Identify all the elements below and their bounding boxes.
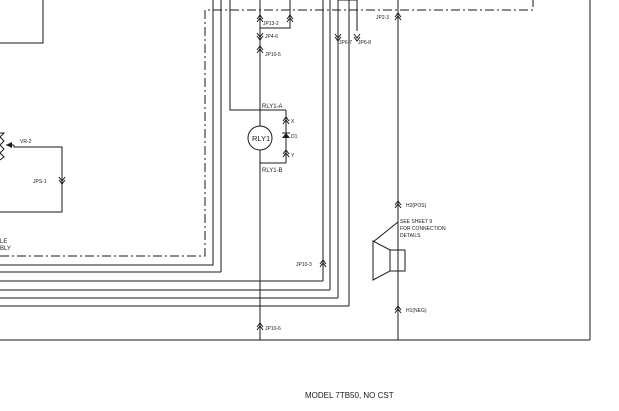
jp6-8-connector-symbol [353, 33, 361, 42]
jp2-3-label: JP2-3 [376, 15, 389, 21]
relay-feed-wire [229, 0, 260, 111]
relay-terminal-a-label: RLY1-A [262, 104, 283, 110]
jp6-8-label: JP6-8 [358, 40, 371, 46]
horn-note-line-2: FOR CONNECTION [400, 226, 446, 232]
wire-x338-loop [337, 0, 350, 306]
horn-leader-line [372, 221, 399, 243]
jp4-6-label: JP4-6 [265, 34, 278, 40]
wire-bundle-left [0, 0, 349, 307]
relay-terminal-b-label: RLY1-B [262, 168, 283, 174]
h2-connector-symbol [394, 200, 402, 209]
relay-pin-x-label: X [291, 119, 295, 125]
enclosure-boundary [0, 0, 534, 257]
jp6-7-label: JP6-7 [339, 40, 352, 46]
jp10-6-connector-symbol [256, 322, 264, 331]
jp10-3-connector-symbol [319, 259, 327, 268]
relay-label: RLY1 [252, 134, 270, 143]
vr2-label: VR-2 [20, 139, 32, 145]
jp10-3-label: JP10-3 [296, 262, 312, 268]
jp13-2-label: JP13-2 [263, 21, 279, 27]
h1-connector-symbol [394, 305, 402, 314]
left-label-1: LE [0, 239, 7, 245]
horn-note-line-3: DETAILS [400, 233, 421, 239]
jp10-6-label: JP10-6 [265, 326, 281, 332]
left-box-outline [0, 0, 44, 44]
jp2-3-connector-symbol [394, 12, 402, 21]
relay-y-connector-symbol [282, 149, 290, 158]
diode-d1-symbol [282, 132, 290, 138]
vr2-potentiometer [0, 132, 63, 213]
horn-pos-label: H2(POS) [406, 203, 427, 209]
jp13-2-box [259, 0, 291, 29]
relay-pin-y-label: Y [291, 153, 295, 159]
jp10-5-connector-symbol [256, 45, 264, 54]
left-label-2: BLY [0, 246, 11, 252]
jp13-2-connector-symbol [256, 14, 294, 23]
relay-x-connector-symbol [282, 116, 290, 125]
diagram-caption: MODEL 7TB50, NO CST [305, 391, 394, 400]
horn-note-line-1: SEE SHEET 9 [400, 219, 432, 225]
jp4-6-connector-symbol [256, 32, 264, 41]
jp6-7-connector-symbol [334, 33, 342, 42]
jps-1-connector-symbol [58, 176, 66, 185]
diode-d1-label: D1 [291, 134, 298, 140]
horn-neg-label: H1(NEG) [406, 308, 427, 314]
jps-1-label: JPS-1 [33, 179, 47, 185]
jp10-5-label: JP10-5 [265, 52, 281, 58]
horn-speaker-symbol [372, 240, 406, 281]
